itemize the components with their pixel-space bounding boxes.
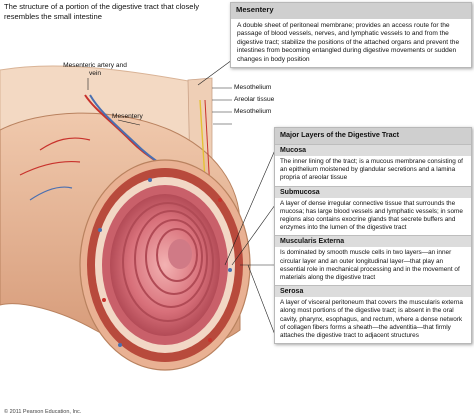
section-heading-serosa: Serosa	[275, 285, 471, 298]
section-body-mucosa: The inner lining of the tract; is a muco…	[280, 158, 463, 182]
submucosa-vessels	[98, 178, 232, 347]
section-body-muscularis-externa: Is dominated by smooth muscle cells in t…	[280, 249, 460, 282]
section-body-serosa: A layer of visceral peritoneum that cove…	[280, 299, 463, 340]
label-mesentery: Mesentery	[112, 113, 143, 120]
label-areolar-tissue: Areolar tissue	[234, 96, 275, 103]
label-mesothelium-top: Mesothelium	[234, 84, 272, 91]
circular-folds	[122, 202, 214, 322]
lumen	[168, 239, 192, 269]
major-layers-title: Major Layers of the Digestive Tract	[275, 128, 471, 144]
label-mesenteric-artery-vein: Mesenteric artery and vein	[63, 62, 127, 77]
mesentery-callout-body: A double sheet of peritoneal membrane; p…	[237, 22, 460, 63]
section-body-submucosa: A layer of dense irregular connective ti…	[280, 199, 463, 232]
section-heading-mucosa: Mucosa	[275, 144, 471, 156]
copyright-notice: © 2011 Pearson Education, Inc.	[4, 409, 82, 415]
figure-title: The structure of a portion of the digest…	[4, 2, 200, 21]
section-heading-submucosa: Submucosa	[275, 185, 471, 198]
mesentery-callout: Mesentery A double sheet of peritoneal m…	[230, 2, 472, 69]
mesentery-callout-heading: Mesentery	[231, 3, 471, 19]
major-layers-panel: Major Layers of the Digestive Tract Muco…	[274, 127, 472, 345]
label-mesothelium-bottom: Mesothelium	[234, 108, 272, 115]
section-heading-muscularis-externa: Muscularis Externa	[275, 235, 471, 248]
